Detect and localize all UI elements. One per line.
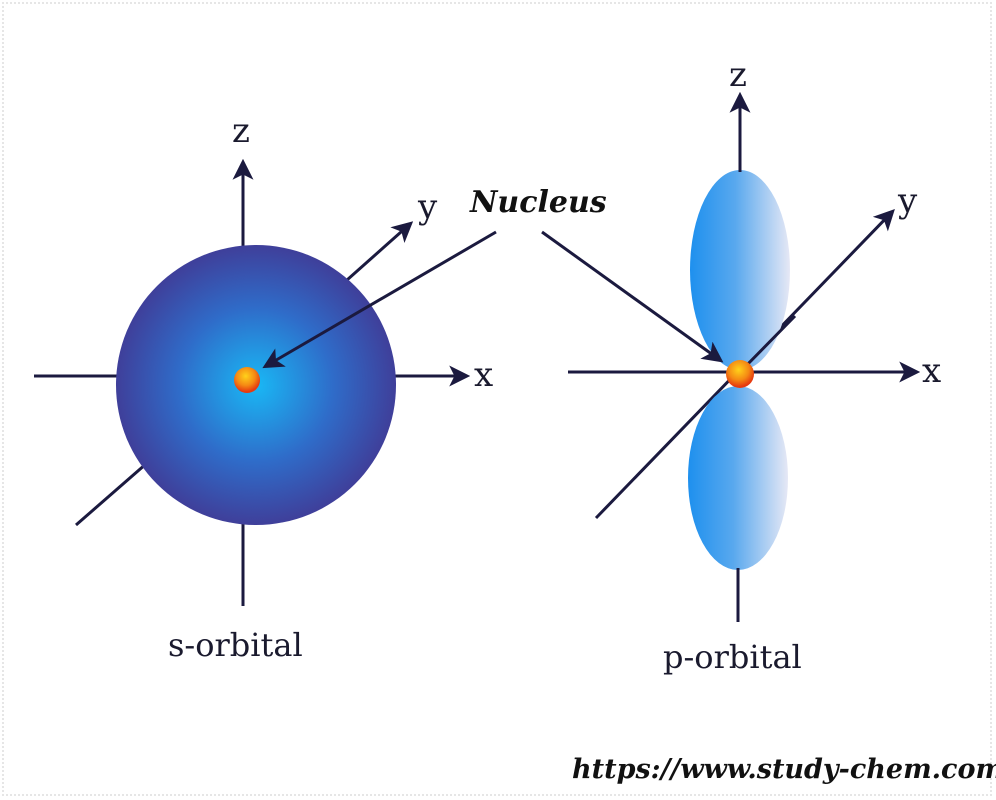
s-y-axis-upper [346, 221, 414, 282]
nucleus-annotation-label: Nucleus [469, 185, 607, 220]
nucleus-annotation: Nucleus [262, 185, 724, 369]
source-url: https://www.study-chem.com/ [572, 754, 996, 785]
p-x-axis-label: x [922, 351, 941, 391]
s-orbital-label: s-orbital [168, 626, 303, 664]
p-orbital-upper-lobe [690, 170, 790, 370]
s-orbital-group: z y x s-orbital [34, 111, 493, 664]
p-y-axis-over-lobe [738, 314, 797, 374]
s-z-axis-label: z [232, 111, 250, 151]
s-x-axis-label: x [474, 355, 493, 395]
p-nucleus [726, 360, 754, 388]
p-orbital-lower-lobe [688, 386, 788, 570]
s-nucleus [234, 367, 260, 393]
nucleus-pointer-s [262, 230, 497, 369]
nucleus-pointer-p [541, 230, 724, 363]
p-orbital-label: p-orbital [663, 638, 802, 676]
p-z-axis-label: z [729, 55, 747, 95]
p-y-axis-label: y [897, 181, 918, 221]
p-orbital-group: z y x p-orbital [568, 55, 941, 676]
s-y-axis-label: y [417, 187, 438, 227]
